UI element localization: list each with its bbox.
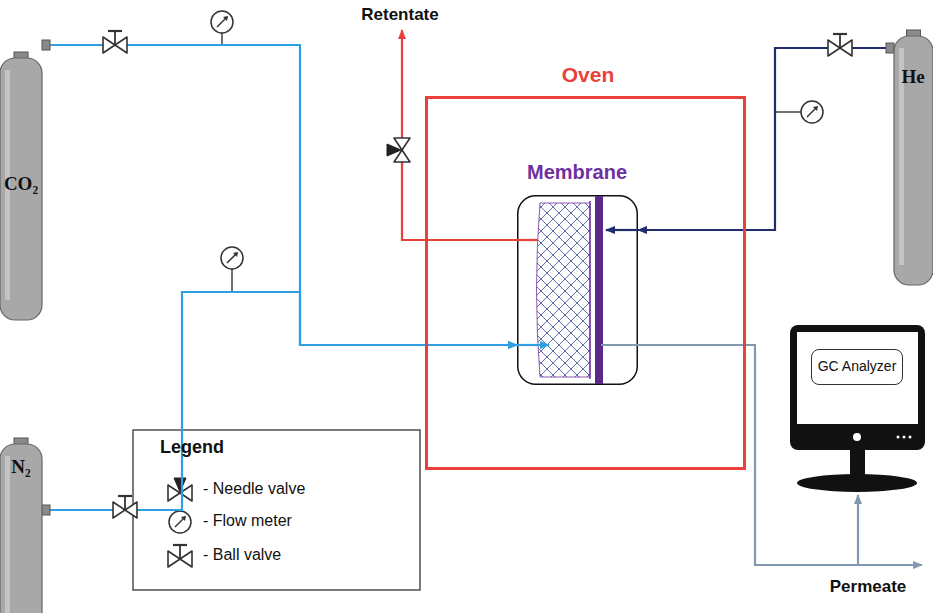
stream-label: Retentate bbox=[361, 5, 438, 25]
flow-line bbox=[50, 45, 517, 345]
oven-box: MembraneOven bbox=[425, 96, 746, 470]
gc-analyzer-monitor: GC Analyzer bbox=[790, 325, 925, 495]
needle-valve-symbol bbox=[168, 478, 192, 501]
meter-tap bbox=[231, 269, 232, 292]
heading-label: Oven bbox=[562, 63, 615, 87]
permeate-line bbox=[858, 564, 922, 566]
flow-line bbox=[638, 48, 886, 230]
legend-entry: - Flow meter bbox=[203, 512, 292, 530]
legend-entry: - Needle valve bbox=[203, 480, 305, 498]
legend-title: Legend bbox=[160, 437, 224, 458]
ball-valve-symbol bbox=[168, 545, 192, 567]
membrane-outline bbox=[517, 195, 638, 385]
legend-entry: - Ball valve bbox=[203, 546, 281, 564]
gas-cylinder: N₂ bbox=[0, 440, 50, 613]
cyl-outline bbox=[0, 30, 50, 300]
flow-meter-symbol bbox=[801, 101, 823, 123]
ball-valve-symbol bbox=[113, 496, 137, 518]
ball-valve-symbol bbox=[103, 31, 127, 53]
gas-label: CO₂ bbox=[4, 173, 38, 195]
analyzer-label: GC Analyzer bbox=[811, 349, 903, 385]
retentate-line bbox=[402, 30, 517, 240]
cyl-outline bbox=[886, 30, 933, 265]
gas-cylinder: He bbox=[886, 30, 933, 265]
flow-meter-symbol bbox=[221, 247, 243, 269]
heading-label: Membrane bbox=[527, 161, 627, 184]
gas-label: He bbox=[901, 66, 924, 88]
flow-meter-symbol bbox=[211, 11, 233, 33]
needle-valve-symbol bbox=[387, 138, 410, 162]
gas-label: N₂ bbox=[11, 456, 30, 478]
meter-tap bbox=[775, 111, 801, 112]
flow-line bbox=[50, 292, 517, 510]
flow-meter-symbol bbox=[169, 511, 191, 533]
ball-valve-symbol bbox=[828, 34, 852, 56]
meter-tap bbox=[221, 33, 222, 45]
membrane-module: Membrane bbox=[517, 195, 638, 385]
stream-label: Permeate bbox=[830, 577, 907, 597]
gas-cylinder: CO₂ bbox=[0, 30, 50, 300]
